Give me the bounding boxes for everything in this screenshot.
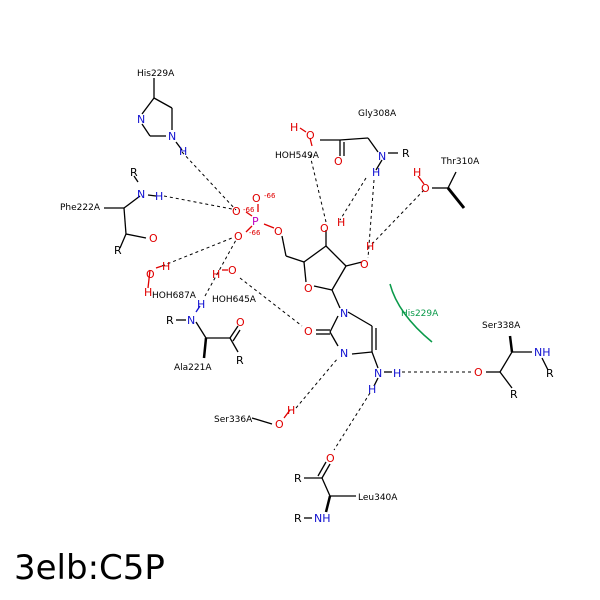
residue-label-thr310: Thr310A	[440, 157, 480, 167]
atom-o: O	[326, 452, 335, 465]
atom-o: O	[232, 205, 241, 218]
atom-r: R	[166, 314, 174, 327]
atom-o: O	[334, 155, 343, 168]
atom-o: O	[304, 282, 313, 295]
residue-label-ser338: Ser338A	[482, 321, 521, 331]
atom-r: R	[546, 367, 554, 380]
atom-o: O	[320, 222, 329, 235]
atom-n: N	[168, 130, 176, 143]
atom-o: O	[236, 316, 245, 329]
atom-h: H	[197, 298, 205, 311]
residue-label-leu340: Leu340A	[358, 493, 398, 503]
atom-h: H	[155, 190, 163, 203]
ligand-c5p	[245, 204, 379, 369]
hydrophobic-arc	[389, 283, 433, 343]
atom-h: H	[179, 145, 187, 158]
residue-label-ala221: Ala221A	[174, 363, 212, 373]
residue-label-phe222: Phe222A	[60, 203, 101, 213]
atom-o: O	[421, 182, 430, 195]
atom-p: P	[252, 215, 259, 228]
atom-h: H	[372, 166, 380, 179]
atom-o: O	[252, 192, 261, 205]
residue-label-hoh687: HOH687A	[152, 291, 197, 301]
atom-r: R	[294, 512, 302, 525]
residue-label-his229: His229A	[137, 69, 175, 79]
residue-label-his229-hydrophobic: His229A	[401, 309, 439, 319]
atom-h: H	[162, 260, 170, 273]
residue-label-gly308: Gly308A	[358, 109, 397, 119]
atom-o: O	[146, 268, 155, 281]
atom-h: H	[393, 367, 401, 380]
atom-n: N	[340, 347, 348, 360]
atom-o: O	[304, 325, 313, 338]
atom-n: N	[137, 113, 145, 126]
atom-n: N	[340, 307, 348, 320]
diagram-title: 3elb:C5P	[14, 548, 165, 588]
residue-label-ser336: Ser336A	[214, 415, 253, 425]
atom-o: O	[275, 418, 284, 431]
atom-o: O	[228, 264, 237, 277]
hydrogen-bonds	[161, 151, 474, 451]
atom-h: H	[337, 216, 345, 229]
atom-h: H	[290, 121, 298, 134]
residue-label-hoh549: HOH549A	[275, 151, 320, 161]
atom-h: H	[413, 166, 421, 179]
atom-labels: N N H O N R H H O H O R N H O R O H H H …	[114, 113, 554, 525]
atom-n: N	[378, 150, 386, 163]
atom-r: R	[236, 354, 244, 367]
atom-o: O	[234, 230, 243, 243]
atom-r: R	[402, 147, 410, 160]
atom-o: O	[474, 366, 483, 379]
charge-label: -66	[264, 192, 276, 200]
atom-r: R	[294, 472, 302, 485]
atom-o: O	[149, 232, 158, 245]
atom-n: N	[137, 188, 145, 201]
atom-n: N	[187, 314, 195, 327]
charge-label: -66	[249, 229, 261, 237]
atom-n: N	[374, 367, 382, 380]
atom-o: O	[306, 129, 315, 142]
atom-h: H	[144, 286, 152, 299]
atom-o: O	[360, 258, 369, 271]
charge-label: -66	[243, 206, 255, 214]
atom-h: H	[366, 240, 374, 253]
atom-r: R	[130, 166, 138, 179]
residue-label-hoh645: HOH645A	[212, 295, 257, 305]
atom-h: H	[368, 383, 376, 396]
atom-h: H	[287, 404, 295, 417]
residue-labels: His229A Gly308A HOH549A Thr310A Phe222A …	[60, 69, 521, 503]
atom-nh: NH	[534, 346, 551, 359]
atom-o: O	[274, 225, 283, 238]
residue-bonds	[104, 78, 549, 519]
atom-r: R	[510, 388, 518, 401]
atom-nh: NH	[314, 512, 331, 525]
atom-r: R	[114, 244, 122, 257]
atom-h: H	[212, 268, 220, 281]
